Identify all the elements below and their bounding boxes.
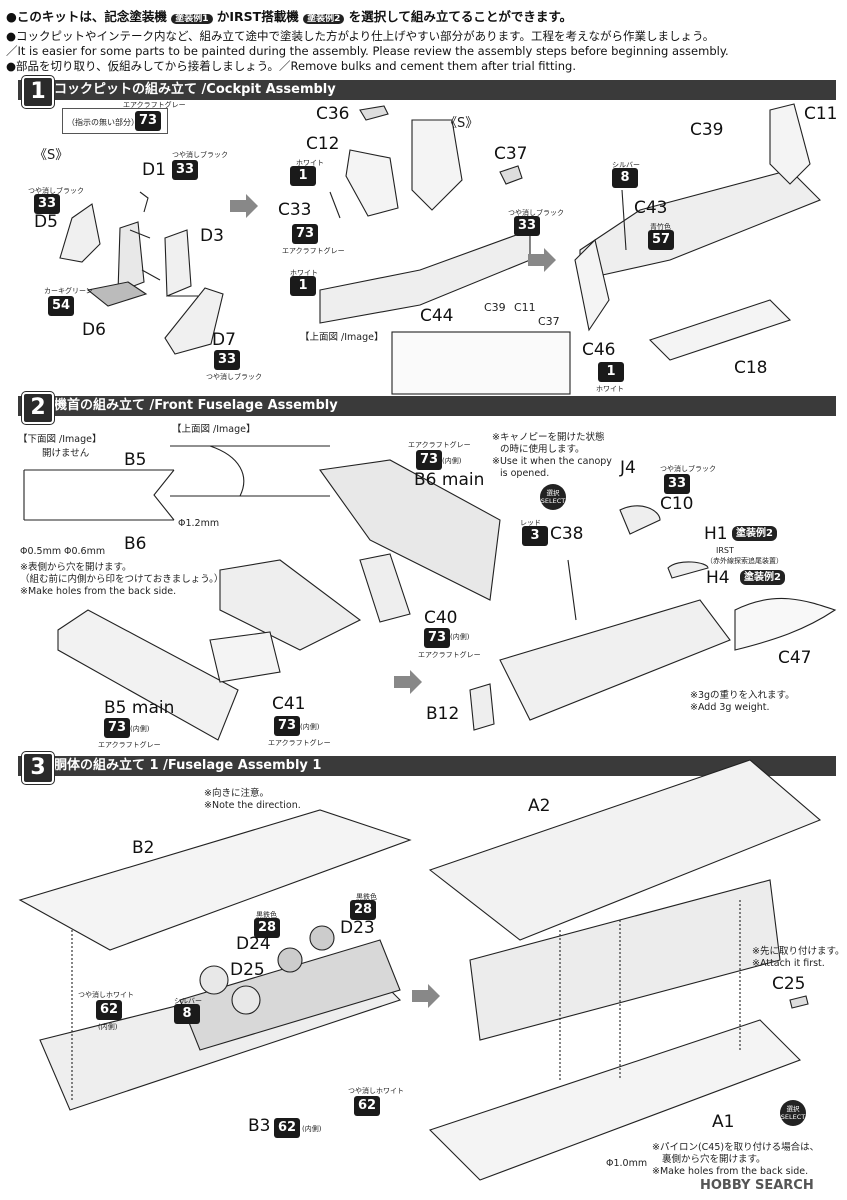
part-d23: D23 (340, 918, 375, 938)
paint-code-d1: 33 (172, 160, 198, 180)
part-a2: A2 (528, 796, 551, 816)
section-3-header: 3 胴体の組み立て 1 /Fuselage Assembly 1 (18, 752, 836, 784)
paint-code-c40: 73 (424, 628, 450, 648)
legend-color-name: エアクラフトグレー (123, 101, 186, 109)
legend-note: （指示の無い部分） (67, 118, 139, 127)
intro-line-3: ／It is easier for some parts to be paint… (6, 44, 729, 58)
intro-line-1: ●このキットは、記念塗装機 塗装例1 かIRST搭載機 塗装例2 を選択して組み… (6, 9, 573, 24)
part-b6-image: B6 (124, 534, 147, 554)
select-badge-pylon: 選択 SELECT (780, 1100, 806, 1126)
paint-option-1-badge: 塗装例1 (171, 14, 213, 24)
not-open-note: 開けません (42, 448, 90, 459)
s-mark-mid: 《S》 (444, 116, 479, 131)
paint-code-c12: 1 (290, 166, 316, 186)
paint-code-b5: 73 (104, 718, 130, 738)
step2-bottom-image-label: 【下面図 /Image】 (18, 434, 102, 445)
part-c36: C36 (316, 104, 350, 124)
section-3-title: 胴体の組み立て 1 /Fuselage Assembly 1 (54, 758, 322, 773)
part-b6: B6 main (414, 470, 485, 490)
paint-code-c46: 1 (598, 362, 624, 382)
part-d6: D6 (82, 320, 106, 340)
step1-image-label: 【上面図 /Image】 (300, 332, 384, 343)
legend-color-code: 73 (135, 111, 161, 131)
paint-code-d7: 33 (214, 350, 240, 370)
paint-option-2-h4: 塗装例2 (740, 570, 785, 585)
paint-option-2-h1: 塗装例2 (732, 526, 777, 541)
paint-code-b6: 73 (416, 450, 442, 470)
part-c37: C37 (494, 144, 528, 164)
part-h4: H4 (706, 568, 730, 588)
step2-top-image-label: 【上面図 /Image】 (172, 424, 256, 435)
section-2-header: 2 機首の組み立て /Front Fuselage Assembly (18, 392, 836, 424)
paint-code-c37: 33 (514, 216, 540, 236)
section-1-title: コックピットの組み立て /Cockpit Assembly (54, 82, 336, 97)
hole-dia-12: Φ1.2mm (178, 518, 220, 529)
paint-code-d23: 28 (350, 900, 376, 920)
part-c11: C11 (804, 104, 838, 124)
paint-code-b2-inner: 62 (96, 1000, 122, 1020)
part-a1: A1 (712, 1112, 735, 1132)
paint-code-c43-silver: 8 (612, 168, 638, 188)
hole-dia-10: Φ1.0mm (606, 1158, 648, 1169)
paint-code-c41: 73 (274, 716, 300, 736)
paint-code-b3-inner: 62 (354, 1096, 380, 1116)
watermark: HOBBY SEARCH (700, 1178, 814, 1193)
section-3-number: 3 (22, 752, 54, 784)
section-2-title: 機首の組み立て /Front Fuselage Assembly (54, 398, 338, 413)
part-c39: C39 (690, 120, 724, 140)
intro-line-2: ●コックピットやインテーク内など、組み立て途中で塗装した方がより仕上げやすい部分… (6, 29, 715, 43)
paint-code-c33: 73 (292, 224, 318, 244)
part-c38: C38 (550, 524, 584, 544)
section-1-header: 1 コックピットの組み立て /Cockpit Assembly (18, 76, 836, 108)
part-d7: D7 (212, 330, 236, 350)
part-c33: C33 (278, 200, 312, 220)
hole-dia-05: Φ0.5mm (20, 546, 62, 557)
part-c12: C12 (306, 134, 340, 154)
part-j4: J4 (620, 458, 636, 478)
paint-code-c10: 33 (664, 474, 690, 494)
part-c18: C18 (734, 358, 768, 378)
part-c10: C10 (660, 494, 694, 514)
part-b5-image: B5 (124, 450, 147, 470)
section-1-number: 1 (22, 76, 54, 108)
part-c46: C46 (582, 340, 616, 360)
select-badge-c38: 選択 SELECT (540, 484, 566, 510)
paint-code-d5: 33 (34, 194, 60, 214)
paint-code-c43-blue: 57 (648, 230, 674, 250)
part-c44: C44 (420, 306, 454, 326)
paint-code-d25: 8 (174, 1004, 200, 1024)
paint-code-d24: 28 (254, 918, 280, 938)
part-c41: C41 (272, 694, 306, 714)
intro-line-4: ●部品を切り取り、仮組みしてから接着しましょう。／Remove bulks an… (6, 59, 576, 73)
part-d25: D25 (230, 960, 265, 980)
part-b12: B12 (426, 704, 460, 724)
part-h1: H1 (704, 524, 728, 544)
paint-code-c38: 3 (522, 526, 548, 546)
paint-code-b3: 62 (274, 1118, 300, 1138)
part-b3: B3 (248, 1116, 271, 1136)
part-b2: B2 (132, 838, 155, 858)
part-d1: D1 (142, 160, 166, 180)
part-d5: D5 (34, 212, 58, 232)
hole-dia-06: Φ0.6mm (64, 546, 106, 557)
part-c43: C43 (634, 198, 668, 218)
part-c40: C40 (424, 608, 458, 628)
part-c47: C47 (778, 648, 812, 668)
section-2-number: 2 (22, 392, 54, 424)
part-d3: D3 (200, 226, 224, 246)
part-b5: B5 main (104, 698, 175, 718)
part-c25: C25 (772, 974, 806, 994)
paint-code-tub: 1 (290, 276, 316, 296)
part-d24: D24 (236, 934, 271, 954)
paint-code-d6: 54 (48, 296, 74, 316)
s-mark-left: 《S》 (34, 148, 69, 163)
step1-default-paint-legend: エアクラフトグレー （指示の無い部分） 73 (62, 101, 186, 134)
paint-option-2-badge: 塗装例2 (303, 14, 345, 24)
